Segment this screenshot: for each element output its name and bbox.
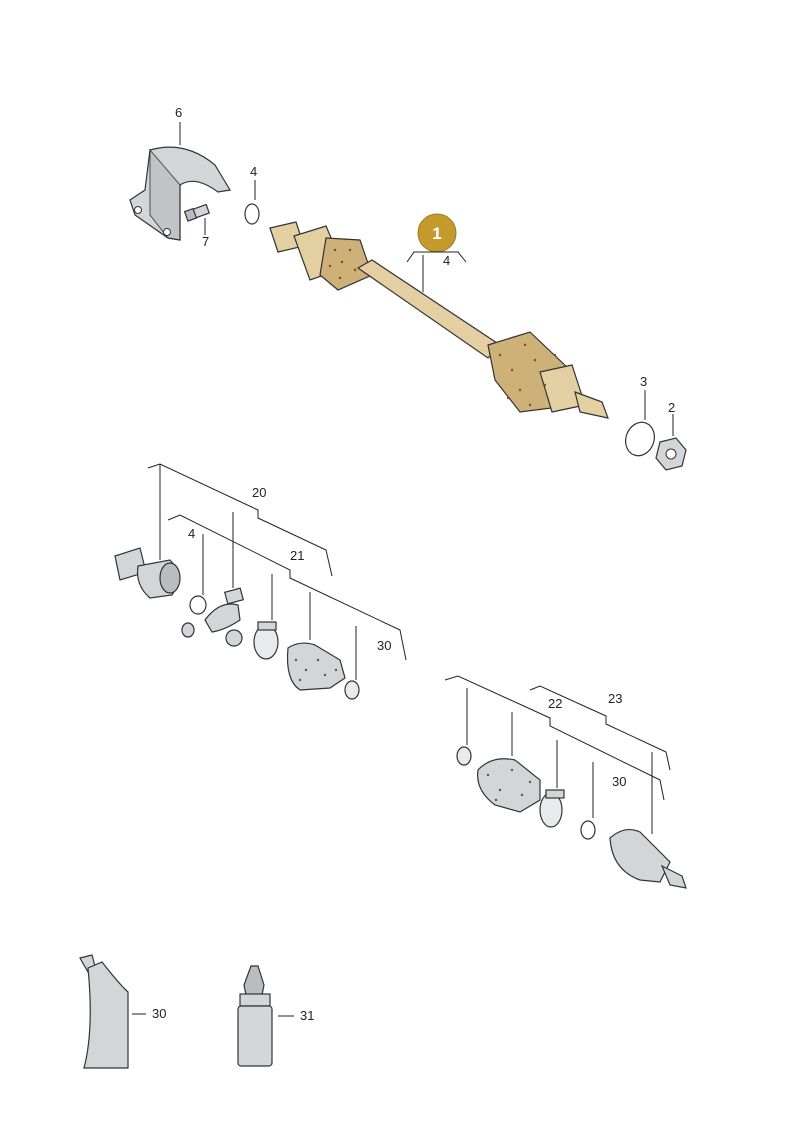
leader-bracket-21	[167, 514, 407, 661]
leader-bracket-23	[529, 685, 671, 771]
callout-2: 2	[668, 400, 675, 415]
callout-31: 31	[300, 1008, 314, 1023]
grease-bottle-part[interactable]	[237, 965, 273, 1067]
bolt-part[interactable]	[183, 203, 210, 222]
callout-30-middle: 30	[377, 638, 391, 653]
circlip-part[interactable]	[244, 203, 260, 225]
callout-23: 23	[608, 691, 622, 706]
joint-housing-part[interactable]	[114, 547, 181, 599]
part-number-badge[interactable]: 1	[417, 213, 457, 253]
callout-7: 7	[202, 234, 209, 249]
heat-shield-part[interactable]	[129, 146, 231, 241]
leader-bracket-30	[444, 675, 665, 801]
callout-21: 21	[290, 548, 304, 563]
grease-tube-part[interactable]	[79, 954, 129, 1069]
joint-boot-part[interactable]	[477, 758, 541, 813]
badge-label: 1	[432, 224, 441, 243]
boot-clamp-part[interactable]	[539, 789, 565, 828]
joint-boot-part[interactable]	[286, 642, 346, 691]
circlip-part[interactable]	[580, 820, 596, 840]
callout-6: 6	[175, 105, 182, 120]
leader-bracket	[406, 251, 467, 263]
ball-cage-part[interactable]	[181, 587, 245, 647]
leader-bracket-20	[147, 463, 333, 577]
callout-4-middle: 4	[188, 526, 195, 541]
callout-30-tube: 30	[152, 1006, 166, 1021]
callout-4: 4	[250, 164, 257, 179]
callout-3: 3	[640, 374, 647, 389]
circlip-part[interactable]	[189, 595, 207, 615]
small-clamp-part[interactable]	[344, 680, 360, 700]
collar-nut-part[interactable]	[655, 437, 687, 471]
callout-4-bracket: 4	[443, 253, 450, 268]
small-clamp-part[interactable]	[456, 746, 472, 766]
callout-22: 22	[548, 696, 562, 711]
boot-clamp-part[interactable]	[253, 621, 279, 660]
driveshaft-part[interactable]	[269, 221, 609, 419]
callout-20: 20	[252, 485, 266, 500]
callout-30-lower: 30	[612, 774, 626, 789]
seal-ring-part[interactable]	[621, 418, 659, 460]
outer-joint-part[interactable]	[609, 828, 687, 889]
